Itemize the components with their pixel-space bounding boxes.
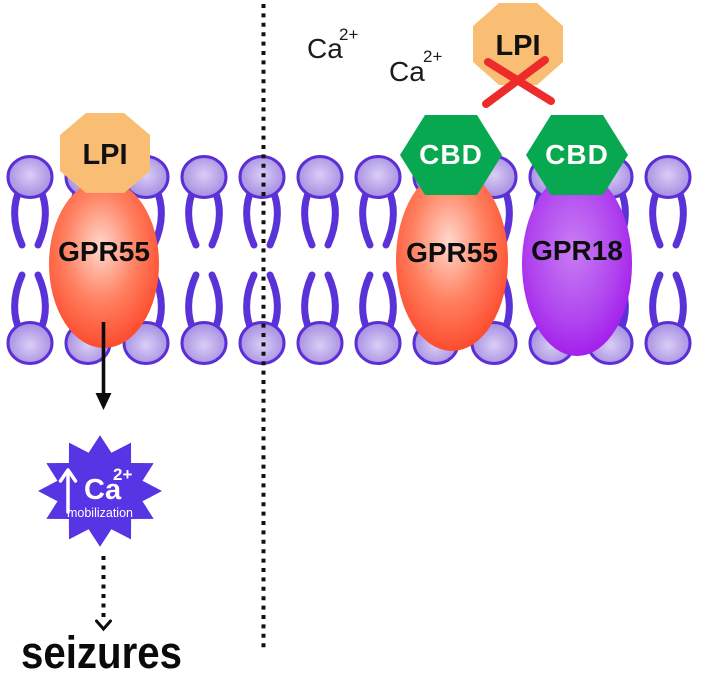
lipid (298, 275, 342, 364)
star-ca-sup: 2+ (113, 465, 132, 484)
blocked-x-icon (482, 56, 555, 108)
outcome-arrow-dotted (95, 556, 112, 632)
lipid (356, 275, 400, 364)
lpi-octagon-left (60, 113, 150, 193)
gpr55-label-right: GPR55 (406, 237, 498, 268)
lpi-ligand-left: LPI (60, 113, 150, 193)
cbd-hexagon-1 (400, 115, 502, 195)
star-ca-base: Ca (84, 474, 122, 506)
cbd-ligand-1: CBD (400, 115, 502, 195)
cbd-label-1: CBD (419, 139, 483, 170)
gpr18-label: GPR18 (531, 235, 623, 266)
signal-arrow-down (95, 322, 112, 410)
ca-label-2: Ca 2+ (389, 47, 442, 87)
cbd-label-2: CBD (545, 139, 609, 170)
lipid (646, 157, 690, 246)
lipid (356, 157, 400, 246)
cbd-hexagon-2 (526, 115, 628, 195)
gpr18-receptor (522, 172, 632, 356)
ca-label-1-sup: 2+ (339, 25, 358, 44)
lipid (182, 157, 226, 246)
arrowhead-icon (95, 393, 112, 410)
cbd-ligand-2: CBD (526, 115, 628, 195)
lipid (646, 275, 690, 364)
lpi-label-left: LPI (82, 139, 127, 171)
ca-increase-arrow-icon (58, 468, 78, 514)
ca-label-2-base: Ca (389, 56, 425, 87)
ca-label-1-base: Ca (307, 33, 343, 64)
gpr55-receptor-left (49, 180, 159, 348)
lpi-ligand-blocked: LPI (473, 3, 563, 85)
lipid (8, 157, 52, 246)
ca-label-2-sup: 2+ (423, 47, 442, 66)
outcome-label: seizures (21, 627, 182, 678)
lipid (182, 275, 226, 364)
star-caption: mobilization (67, 505, 133, 520)
gpr55-label-left: GPR55 (58, 236, 150, 267)
ca-label-1: Ca 2+ (307, 25, 358, 64)
ca-mobilization-burst (38, 435, 162, 547)
gpr55-receptor-right (396, 169, 508, 351)
dotted-arrowhead-icon (95, 619, 112, 632)
starburst-shape (38, 435, 162, 547)
lpi-label-blocked: LPI (495, 30, 540, 62)
lipid (8, 275, 52, 364)
lipid (298, 157, 342, 246)
